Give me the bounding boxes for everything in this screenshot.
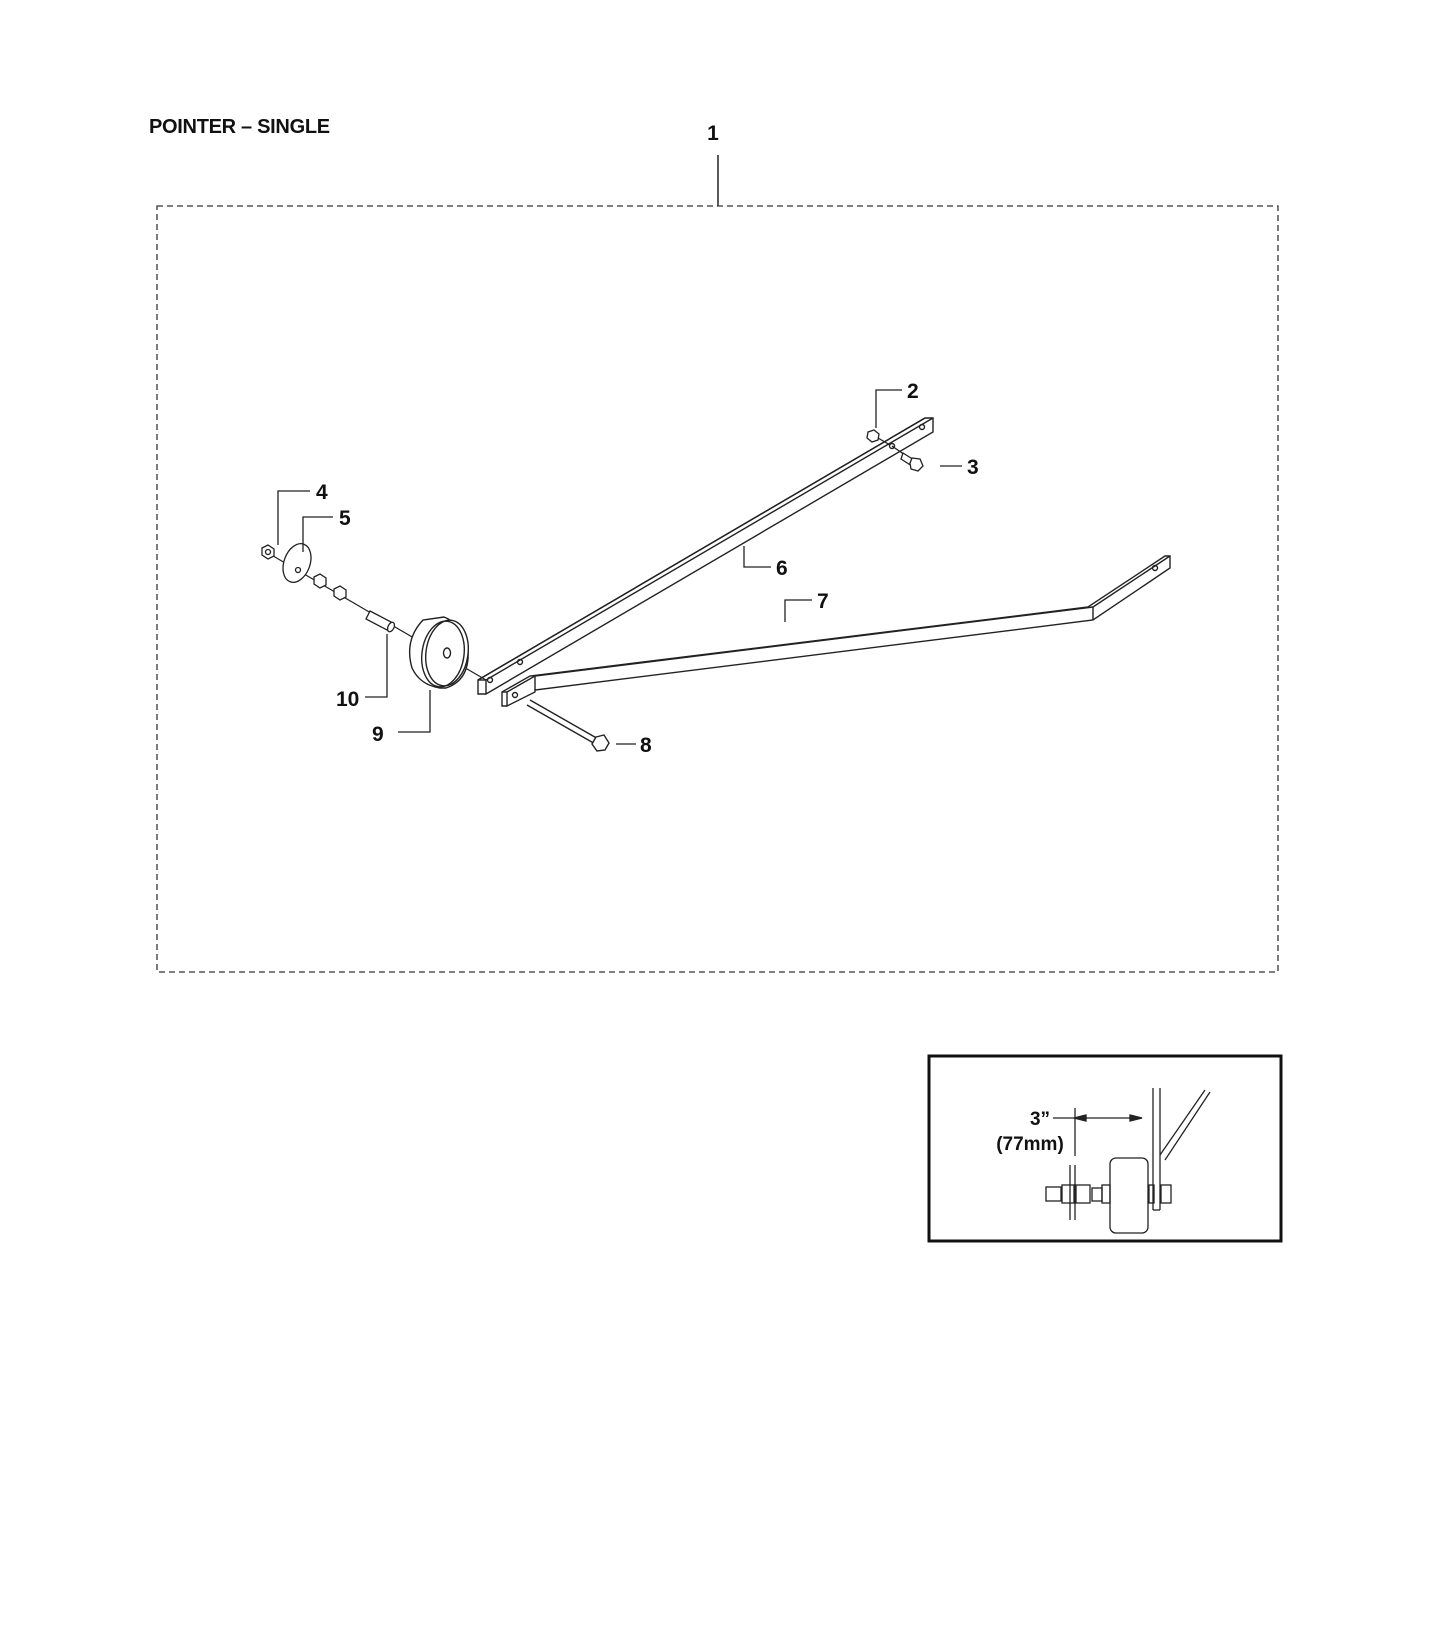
bolt-3 xyxy=(891,445,924,472)
nut-inner xyxy=(313,573,347,601)
nut-4 xyxy=(261,544,275,560)
callout-8: 8 xyxy=(640,734,652,757)
callout-4: 4 xyxy=(316,481,328,504)
arm-7 xyxy=(501,555,1171,707)
bolt-8 xyxy=(526,699,610,752)
assembly-frame xyxy=(156,205,1279,973)
nut-2 xyxy=(866,429,891,446)
callout-leaders xyxy=(277,389,962,745)
callout-2: 2 xyxy=(907,380,919,403)
callout-1: 1 xyxy=(707,122,719,145)
callout-7: 7 xyxy=(817,590,829,613)
washer-5 xyxy=(282,543,312,583)
inset-dimension-metric: (77mm) xyxy=(996,1134,1064,1155)
callout-9: 9 xyxy=(372,723,384,746)
diagram-title: POINTER – SINGLE xyxy=(149,116,330,138)
callout-3: 3 xyxy=(967,456,979,479)
spacer-10 xyxy=(365,610,396,633)
callout-10: 10 xyxy=(336,688,359,711)
inset-detail: 3” (77mm) xyxy=(927,1054,1283,1243)
arm-6 xyxy=(477,417,934,695)
wheel-9 xyxy=(408,616,469,689)
inset-dimension-imperial: 3” xyxy=(1030,1109,1050,1130)
callout-5: 5 xyxy=(339,507,351,530)
callout-6: 6 xyxy=(776,557,788,580)
